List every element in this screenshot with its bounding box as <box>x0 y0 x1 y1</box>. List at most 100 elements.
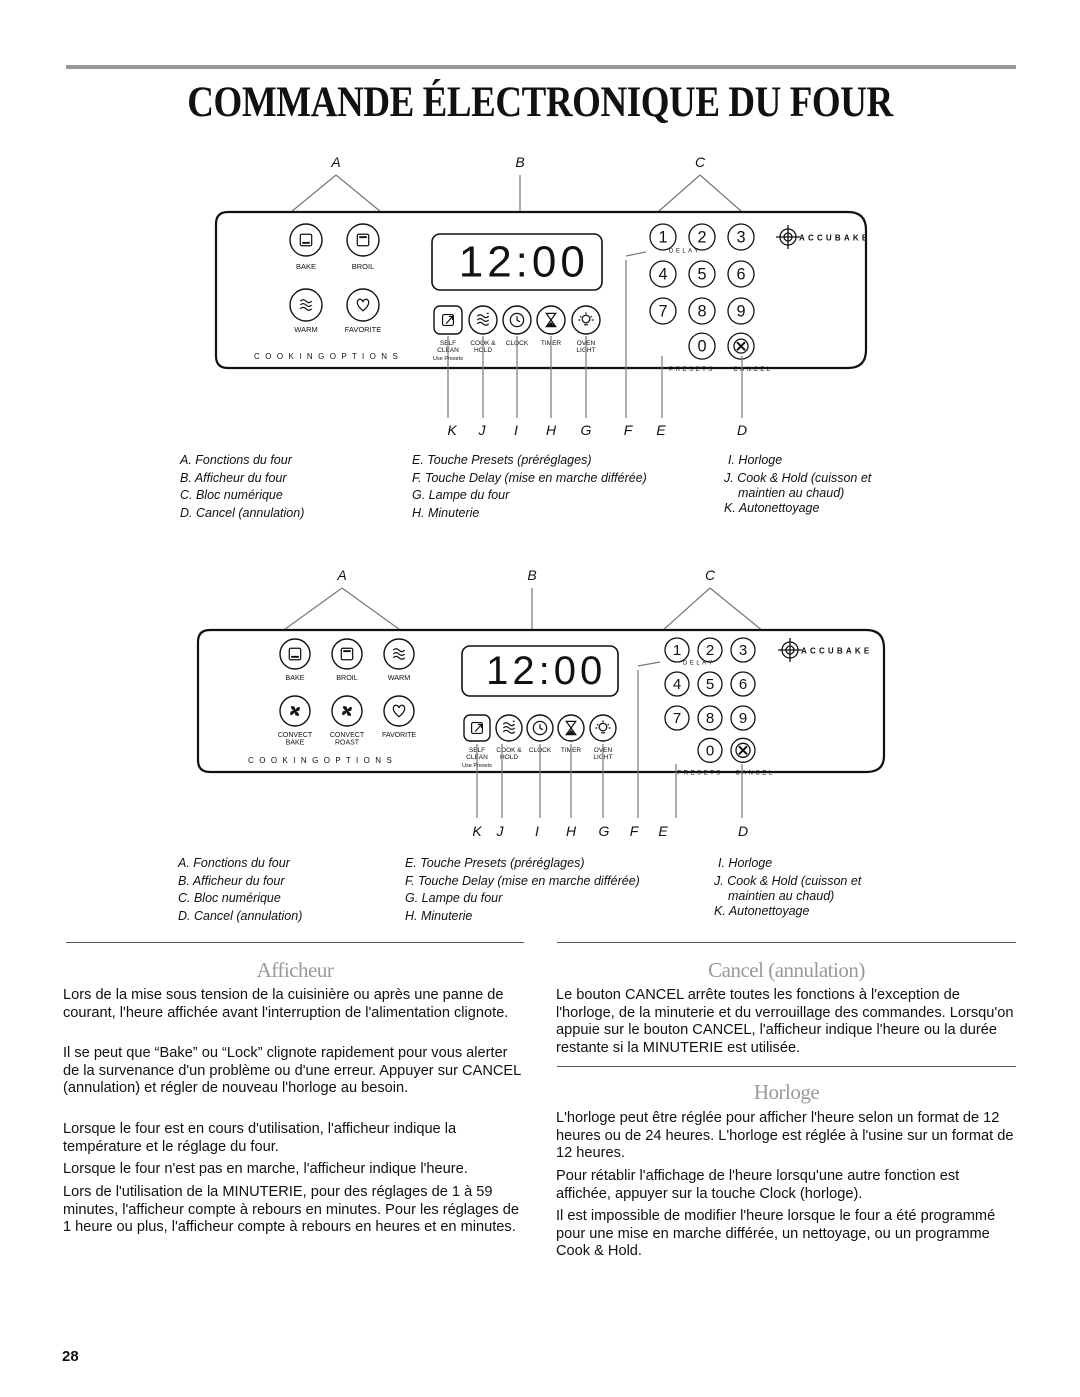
panel-button <box>346 288 380 322</box>
keypad-digit: 3 <box>736 228 745 246</box>
keypad-digit: 6 <box>736 265 745 283</box>
function-key-label: COOK & <box>496 747 522 754</box>
mode-button-label: FAVORITE <box>345 325 382 334</box>
mode-button-label: BROIL <box>352 262 375 271</box>
presets-label: PRESETS <box>669 367 715 373</box>
divider <box>557 1066 1016 1067</box>
legend-2-col3: I. Horloge J. Cook & Hold (cuisson et ma… <box>714 855 861 921</box>
legend-item-k: K. Autonettoyage <box>724 501 820 515</box>
keypad-key-8 <box>688 297 716 325</box>
fan-icon <box>290 706 300 716</box>
callout-letter: B <box>527 567 536 583</box>
paragraph: Lors de la mise sous tension de la cuisi… <box>63 987 509 1021</box>
pointer-letter: G <box>581 422 592 438</box>
legend-item-g: G. Lampe du four <box>412 488 510 502</box>
keypad-key-3 <box>727 223 755 251</box>
section-title-horloge: Horloge <box>753 1080 820 1104</box>
display-readout: 12:00 <box>459 238 589 287</box>
cancel-icon <box>735 742 751 758</box>
cooking-options-label: C O O K I N G O P T I O N S <box>248 756 393 765</box>
brand-logo: ACCUBAKE <box>801 647 872 656</box>
broil-icon <box>340 647 354 661</box>
keypad-digit: 5 <box>697 265 706 283</box>
pointer-letter: E <box>656 422 666 438</box>
keypad-digit: 7 <box>658 302 667 320</box>
keypad-digit: 8 <box>697 302 706 320</box>
keypad-key-7 <box>664 705 690 731</box>
pointer-letter: J <box>478 422 487 438</box>
callout-letter: C <box>695 154 706 170</box>
pointer-line <box>637 661 661 667</box>
section-title-cancel: Cancel (annulation) <box>708 958 865 982</box>
oven-display <box>461 645 619 697</box>
keypad-key-9 <box>727 297 755 325</box>
cancel-label: CANCEL <box>733 367 772 373</box>
display-readout: 12:00 <box>486 649 606 693</box>
page-title: COMMANDE ÉLECTRONIQUE DU FOUR <box>76 78 1005 127</box>
mode-button-label: CONVECT <box>330 732 365 739</box>
keypad-key-1 <box>649 223 677 251</box>
legend-item-b: B. Afficheur du four <box>180 470 287 485</box>
panel-button <box>289 223 323 257</box>
paragraph: Lors de l'utilisation de la MINUTERIE, p… <box>63 1184 519 1235</box>
legend-item-e: E. Touche Presets (préréglages) <box>405 856 585 870</box>
keypad-key-0 <box>697 737 723 763</box>
broil-icon <box>356 233 370 247</box>
pointer-letter: I <box>535 823 539 839</box>
panel-button <box>279 638 311 670</box>
cook-hold-icon <box>502 720 516 734</box>
legend-item-h: H. Minuterie <box>405 908 473 923</box>
keypad-key-9 <box>730 705 756 731</box>
callout-letter: B <box>515 154 524 170</box>
legend-item-i: I. Horloge <box>718 856 773 870</box>
panel-button <box>589 714 617 742</box>
keypad-key-5 <box>697 671 723 697</box>
clock-icon <box>509 312 525 328</box>
pointer-letter: K <box>447 422 457 438</box>
page-title-text: COMMANDE ÉLECTRONIQUE DU FOUR <box>187 79 893 126</box>
legend-item-b: B. Afficheur du four <box>178 873 285 888</box>
bake-icon <box>288 647 302 661</box>
divider <box>557 942 1016 943</box>
panel-button <box>346 223 380 257</box>
light-icon <box>595 720 611 734</box>
cancel-label: CANCEL <box>735 770 774 776</box>
paragraph: Il est impossible de modifier l'heure lo… <box>556 1208 996 1259</box>
keypad-key-4 <box>664 671 690 697</box>
pointer-letter: H <box>546 422 557 438</box>
legend-item-d: D. Cancel (annulation) <box>178 908 303 923</box>
keypad-digit: 9 <box>739 710 747 727</box>
timer-icon <box>545 312 557 328</box>
keypad-digit: 1 <box>658 228 667 246</box>
paragraph: Lorsque le four n'est pas en marche, l'a… <box>63 1161 468 1177</box>
mode-button-label: FAVORITE <box>382 732 416 739</box>
legend-item-j: J. Cook & Hold (cuisson et <box>714 873 862 888</box>
pointer-letter: I <box>514 422 518 438</box>
mode-button-label: CONVECT <box>278 732 313 739</box>
legend-item-j-cont: maintien au chaud) <box>738 486 845 500</box>
keypad-digit: 6 <box>739 676 747 693</box>
keypad-key-6 <box>727 260 755 288</box>
keypad-digit: 2 <box>697 228 706 246</box>
divider <box>66 942 524 943</box>
panel-button <box>571 305 601 335</box>
pointer-letter: D <box>737 422 747 438</box>
mode-button-label: BROIL <box>336 673 358 682</box>
paragraph: Lorsque le four est en cours d'utilisati… <box>63 1121 457 1155</box>
legend-item-g: G. Lampe du four <box>405 891 503 905</box>
keypad-digit: 0 <box>697 338 706 356</box>
paragraph: Pour rétablir l'affichage de l'heure lor… <box>556 1168 960 1202</box>
pointer-letter: E <box>658 823 668 839</box>
pointer-line <box>625 251 647 257</box>
legend-item-f: F. Touche Delay (mise en marche différée… <box>412 470 647 485</box>
mode-button-label: BAKE <box>296 262 316 271</box>
paragraph: Le bouton CANCEL arrête toutes les fonct… <box>556 987 1014 1056</box>
legend-item-c: C. Bloc numérique <box>180 488 283 502</box>
legend-1-col2: E. Touche Presets (préréglages) F. Touch… <box>412 452 647 522</box>
keypad-digit: 8 <box>706 710 714 727</box>
keypad-key-6 <box>730 671 756 697</box>
delay-label: DELAY <box>683 660 715 666</box>
section-title-afficheur: Afficheur <box>256 958 334 982</box>
pointer-letter: K <box>472 823 482 839</box>
